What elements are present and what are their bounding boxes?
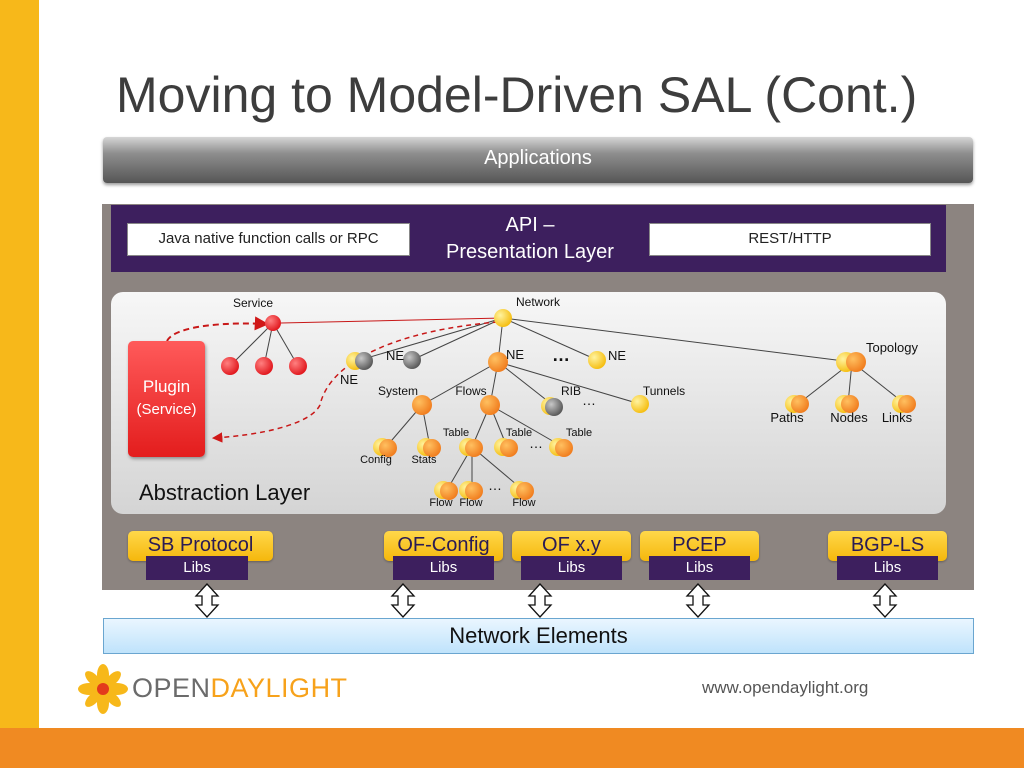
opendaylight-logo-mark xyxy=(78,664,128,714)
updown-arrows xyxy=(194,583,898,618)
plugin-to-service-arrow xyxy=(166,316,269,342)
libs-box: Libs xyxy=(393,556,494,580)
table-node xyxy=(500,439,518,457)
ellipsis-label: … xyxy=(552,345,570,365)
ellipsis-label: … xyxy=(529,435,543,451)
paths-node xyxy=(791,395,809,413)
website-url: www.opendaylight.org xyxy=(702,678,869,697)
slide-title: Moving to Model-Driven SAL (Cont.) xyxy=(116,67,918,123)
flows-node xyxy=(480,395,500,415)
bottom-accent-bar xyxy=(0,728,1024,768)
updown-arrow-icon xyxy=(872,583,898,618)
flow-label: Flow xyxy=(459,497,482,509)
service-child-node xyxy=(255,357,273,375)
ne-label: NE xyxy=(506,347,524,362)
config-label: Config xyxy=(360,454,392,466)
service-label: Service xyxy=(233,296,273,310)
network-label: Network xyxy=(516,295,561,309)
table-node xyxy=(465,439,483,457)
updown-arrow-icon xyxy=(194,583,220,618)
logo-text-open: OPEN xyxy=(132,673,211,703)
network-elements-bar: Network Elements xyxy=(103,618,974,654)
tree-nodes xyxy=(221,309,916,500)
libs-box: Libs xyxy=(649,556,750,580)
flow-node xyxy=(440,482,458,500)
tunnels-node xyxy=(631,395,649,413)
ne-node xyxy=(588,351,606,369)
topology-label: Topology xyxy=(866,340,919,355)
flow-label: Flow xyxy=(512,497,535,509)
ne-node xyxy=(355,352,373,370)
ne-node xyxy=(488,352,508,372)
ellipsis-label: … xyxy=(488,477,502,493)
links-label: Links xyxy=(882,410,913,425)
tree-text: Service Network NE NE NE NE … Topology S… xyxy=(233,295,919,509)
plugin-service-box: Plugin (Service) xyxy=(128,341,205,457)
updown-arrow-icon xyxy=(527,583,553,618)
ne-label: NE xyxy=(608,348,626,363)
table-label: Table xyxy=(506,427,532,439)
tunnels-label: Tunnels xyxy=(643,384,685,398)
flow-node xyxy=(465,482,483,500)
system-node xyxy=(412,395,432,415)
api-title-line2: Presentation Layer xyxy=(446,241,614,263)
topology-node xyxy=(846,352,866,372)
abstraction-layer-label: Abstraction Layer xyxy=(139,480,311,505)
nodes-label: Nodes xyxy=(830,410,868,425)
left-accent-bar xyxy=(0,0,39,728)
links-node xyxy=(898,395,916,413)
paths-label: Paths xyxy=(770,410,804,425)
ne-label: NE xyxy=(340,372,358,387)
opendaylight-logo-text: OPENDAYLIGHT xyxy=(132,673,348,704)
plugin-sublabel: (Service) xyxy=(136,401,197,418)
network-to-service-link xyxy=(280,317,504,324)
ellipsis-label: … xyxy=(582,392,596,408)
table-node xyxy=(555,439,573,457)
system-label: System xyxy=(378,384,418,398)
applications-bar: Applications xyxy=(103,137,973,183)
stats-node xyxy=(423,439,441,457)
flow-node xyxy=(516,482,534,500)
updown-arrow-icon xyxy=(390,583,416,618)
table-label: Table xyxy=(443,427,469,439)
libs-box: Libs xyxy=(146,556,248,580)
service-child-node xyxy=(289,357,307,375)
network-node xyxy=(494,309,512,327)
flows-label: Flows xyxy=(455,384,486,398)
flow-label: Flow xyxy=(429,497,452,509)
java-rpc-box: Java native function calls or RPC xyxy=(127,223,410,256)
libs-box: Libs xyxy=(837,556,938,580)
stats-label: Stats xyxy=(411,454,437,466)
config-node xyxy=(379,439,397,457)
updown-arrow-icon xyxy=(685,583,711,618)
plugin-label: Plugin xyxy=(142,377,191,396)
api-title-line1: API – xyxy=(505,214,555,236)
api-presentation-title: API – Presentation Layer xyxy=(420,212,640,266)
table-label: Table xyxy=(566,427,592,439)
rib-label: RIB xyxy=(561,384,581,398)
ne-label: NE xyxy=(386,348,404,363)
nodes-node xyxy=(841,395,859,413)
network-to-plugin-arrow xyxy=(211,321,499,443)
libs-box: Libs xyxy=(521,556,622,580)
rest-http-box: REST/HTTP xyxy=(649,223,931,256)
rib-node xyxy=(545,398,563,416)
logo-text-daylight: DAYLIGHT xyxy=(210,673,348,703)
service-node xyxy=(265,315,281,331)
ne-node xyxy=(403,351,421,369)
service-child-node xyxy=(221,357,239,375)
